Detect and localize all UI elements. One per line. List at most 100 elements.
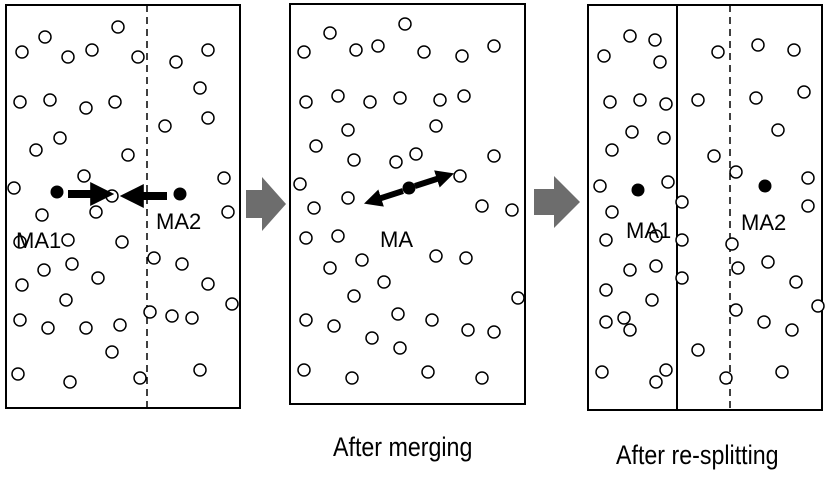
particle	[365, 331, 379, 345]
particle	[201, 43, 215, 57]
particle	[475, 199, 489, 213]
panel-3-frame	[587, 4, 823, 411]
particle	[37, 263, 51, 277]
particle	[787, 43, 801, 57]
particle	[487, 325, 501, 339]
particle	[377, 275, 391, 289]
particle	[761, 255, 775, 269]
particle	[389, 155, 403, 169]
particle	[299, 313, 313, 327]
particle	[91, 271, 105, 285]
particle	[459, 251, 473, 265]
particle	[7, 181, 21, 195]
particle	[623, 29, 637, 43]
panel-3-label-ma1: MA1	[626, 218, 671, 243]
particle	[487, 39, 501, 53]
panel-2-particles	[293, 17, 525, 385]
particle	[653, 55, 667, 69]
particle	[421, 365, 435, 379]
particle	[599, 315, 613, 329]
panel-after-re-splitting: MA1 MA2	[587, 4, 825, 411]
particle	[811, 299, 825, 313]
particle	[331, 89, 345, 103]
particle	[675, 195, 689, 209]
particle	[425, 313, 439, 327]
particle	[691, 93, 705, 107]
particle	[393, 341, 407, 355]
particle	[785, 323, 799, 337]
particle	[297, 363, 311, 377]
particle	[599, 283, 613, 297]
transition-arrow-2	[534, 176, 580, 228]
panel-2-label-ma: MA	[380, 227, 413, 252]
panel-2-frame	[289, 3, 526, 405]
particle	[349, 43, 363, 57]
particle	[487, 149, 501, 163]
particle	[77, 169, 91, 183]
particle	[15, 278, 29, 292]
particle	[347, 153, 361, 167]
particle	[505, 203, 519, 217]
panel-3-ma2-dot	[758, 179, 772, 193]
particle	[225, 297, 239, 311]
panel-1-frame	[5, 4, 241, 409]
particle	[43, 93, 57, 107]
particle	[143, 305, 157, 319]
particle	[299, 231, 313, 245]
particle	[79, 101, 93, 115]
particle	[597, 49, 611, 63]
particle	[105, 345, 119, 359]
particle	[475, 371, 489, 385]
particle	[645, 293, 659, 307]
particle	[605, 205, 619, 219]
panel-1-ma1-dot	[50, 185, 64, 199]
particle	[691, 343, 705, 357]
particle	[371, 39, 385, 53]
particle	[749, 91, 763, 105]
particle	[113, 318, 127, 332]
particle	[649, 375, 663, 389]
particle	[789, 275, 803, 289]
particle	[625, 125, 639, 139]
particle	[13, 313, 27, 327]
particle	[461, 323, 475, 337]
particle	[429, 249, 443, 263]
particle	[409, 147, 423, 161]
particle	[121, 148, 135, 162]
particle	[648, 33, 662, 47]
particle	[393, 91, 407, 105]
particle	[35, 208, 49, 222]
particle	[595, 365, 609, 379]
particle	[603, 95, 617, 109]
particle	[111, 20, 125, 34]
particle	[79, 321, 93, 335]
particle	[801, 199, 815, 213]
particle	[391, 307, 405, 321]
particle	[158, 119, 172, 133]
particle	[41, 321, 55, 335]
particle	[417, 45, 431, 59]
panel-3-label-ma2: MA2	[741, 210, 786, 235]
particle	[15, 45, 29, 59]
particle	[61, 233, 75, 247]
particle	[131, 50, 145, 64]
particle	[649, 229, 663, 243]
particle	[331, 229, 345, 243]
particle	[165, 309, 179, 323]
particle	[89, 205, 103, 219]
particle	[65, 257, 79, 271]
particle	[797, 85, 811, 99]
transition-arrow-1	[246, 177, 286, 231]
particle	[327, 319, 341, 333]
particle	[53, 131, 67, 145]
particle	[221, 205, 235, 219]
particle	[341, 123, 355, 137]
particle	[659, 97, 673, 111]
particle	[29, 143, 43, 157]
particle	[659, 363, 673, 377]
particle	[719, 371, 733, 385]
particle	[201, 277, 215, 291]
particle	[457, 89, 471, 103]
particle	[307, 201, 321, 215]
